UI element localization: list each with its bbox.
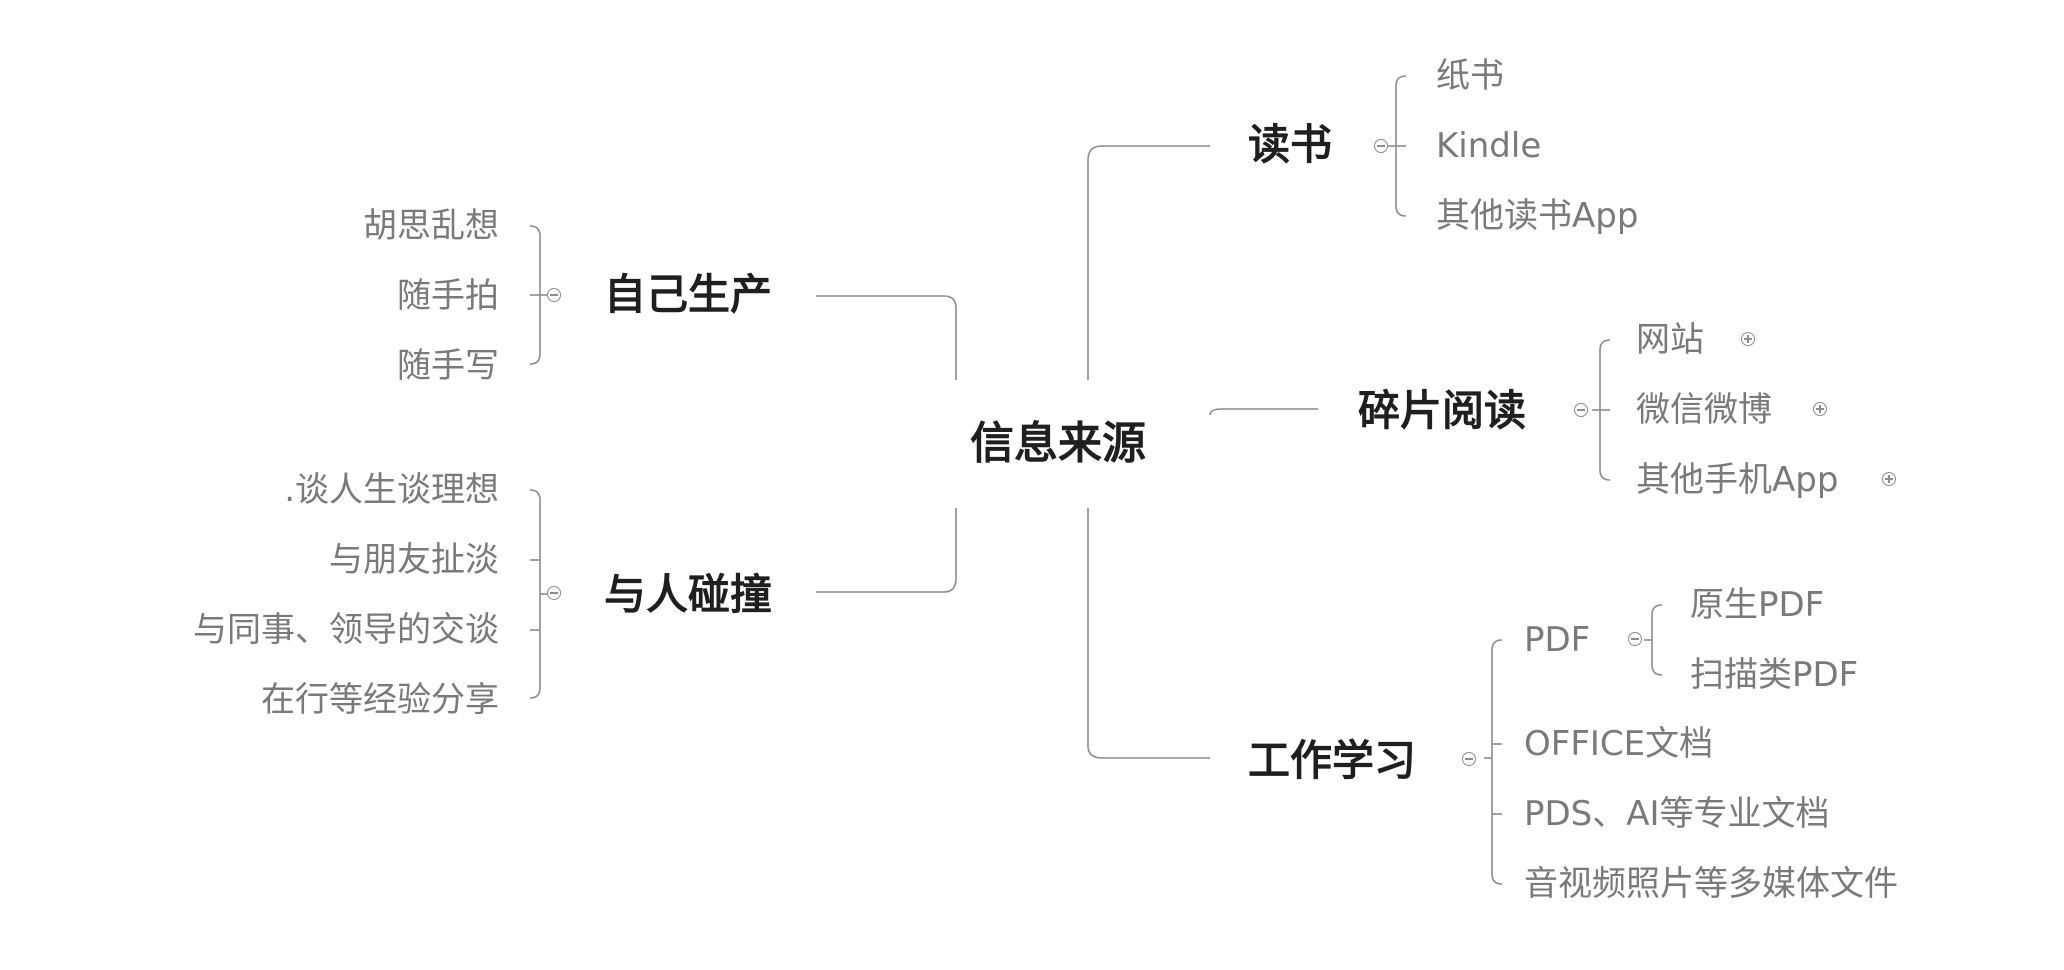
subtopic-pro-docs[interactable]: PDS、AI等专业文档 [1524,794,1830,834]
collapse-pdf-icon[interactable] [1628,632,1642,646]
subtopic-kindle[interactable]: Kindle [1436,126,1542,166]
topic-interaction[interactable]: 与人碰撞 [604,570,773,619]
collapse-reading-icon[interactable] [1374,139,1388,153]
expand-other-mobile-app-icon[interactable] [1882,472,1896,486]
subtopic-chat-friends[interactable]: 与朋友扯淡 [329,540,499,580]
collapse-interaction-icon[interactable] [547,586,561,600]
expand-wechat-weibo-icon[interactable] [1813,402,1827,416]
topic-self-produce[interactable]: 自己生产 [604,270,773,319]
topic-work-study[interactable]: 工作学习 [1248,736,1417,785]
subtopic-experience-share[interactable]: 在行等经验分享 [261,680,499,720]
topic-fragment-reading[interactable]: 碎片阅读 [1358,386,1527,435]
subtopic-pdf[interactable]: PDF [1524,620,1591,660]
bracket-work-study-bracket [1491,639,1503,885]
subtopic-native-pdf[interactable]: 原生PDF [1690,585,1825,625]
subtopic-paper-book[interactable]: 纸书 [1436,56,1504,96]
link-root-reading [1087,145,1210,380]
subtopic-scanned-pdf[interactable]: 扫描类PDF [1690,655,1859,695]
root-topic[interactable]: 信息来源 [970,418,1146,469]
link-root-work-study [1087,508,1210,759]
subtopic-daydream[interactable]: 胡思乱想 [363,206,499,246]
subtopic-multimedia-files[interactable]: 音视频照片等多媒体文件 [1524,864,1898,904]
link-root-interaction [816,508,957,593]
subtopic-website[interactable]: 网站 [1636,320,1704,360]
bracket-interaction-bracket [529,489,541,699]
subtopic-office-docs[interactable]: OFFICE文档 [1524,724,1714,764]
subtopic-wechat-weibo[interactable]: 微信微博 [1636,390,1772,430]
bracket-pdf-bracket [1651,604,1663,676]
subtopic-talk-colleagues[interactable]: 与同事、领导的交谈 [193,610,499,650]
expand-website-icon[interactable] [1741,332,1755,346]
topic-reading[interactable]: 读书 [1248,120,1333,169]
subtopic-other-reading-app[interactable]: 其他读书App [1436,196,1639,236]
collapse-work-study-icon[interactable] [1462,752,1476,766]
subtopic-random-write[interactable]: 随手写 [397,346,499,386]
collapse-self-produce-icon[interactable] [547,288,561,302]
subtopic-talk-life[interactable]: .谈人生谈理想 [284,470,499,510]
subtopic-random-photo[interactable]: 随手拍 [397,276,499,316]
link-root-fragment-reading [1209,408,1318,416]
link-root-self-produce [816,295,957,380]
collapse-fragment-reading-icon[interactable] [1574,403,1588,417]
subtopic-other-mobile-app[interactable]: 其他手机App [1636,460,1839,500]
